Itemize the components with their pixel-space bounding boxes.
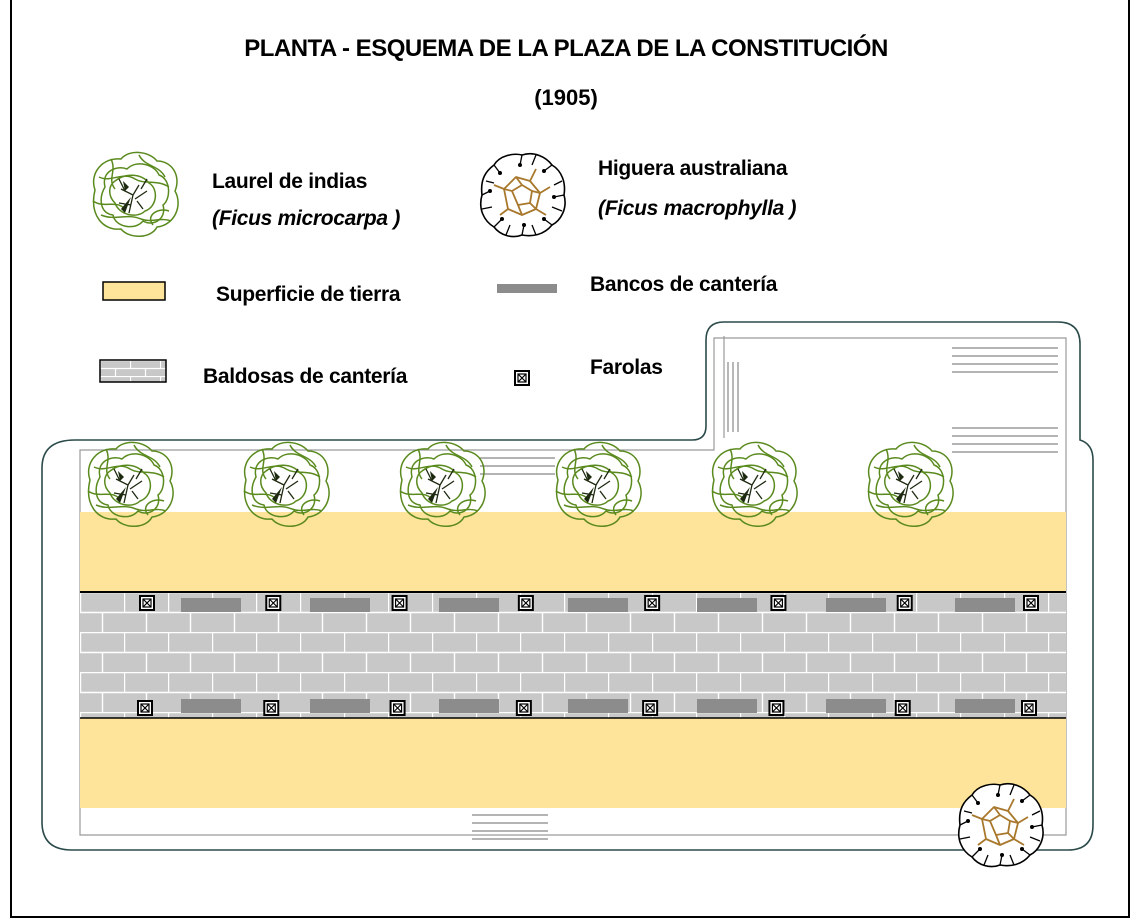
banco-north [310, 598, 370, 612]
fig-tree-icon [957, 782, 1044, 868]
banco-north [181, 598, 241, 612]
legend-laurel-name: Laurel de indias [212, 170, 368, 193]
lamp-icon [137, 700, 153, 716]
tierra-south-strip [80, 718, 1066, 808]
banco-south [439, 699, 499, 713]
plaza-inner-outline [79, 337, 1067, 836]
tierra-north-strip [80, 512, 1066, 592]
lamp-icon [1021, 700, 1037, 716]
banco-south [826, 699, 886, 713]
lamp-icon [139, 595, 155, 611]
lamp-icon [894, 700, 911, 716]
banco-south [697, 699, 757, 713]
lamp-icon [391, 595, 408, 611]
lamp-icon [389, 700, 406, 716]
legend-laurel-tree-icon [92, 151, 179, 238]
stairs-northeast-a [952, 347, 1058, 373]
banco-south [310, 699, 370, 713]
baldosas-promenade [80, 592, 1066, 718]
legend-baldosas-label: Baldosas de cantería [203, 365, 408, 388]
banco-north [826, 598, 886, 612]
legend-higuera-scientific: (Ficus macrophylla ) [598, 197, 797, 220]
legend-lamp-icon [514, 370, 530, 386]
legend-laurel-scientific: (Ficus microcarpa ) [212, 207, 401, 230]
lamp-icon [265, 595, 282, 611]
stairs-south [472, 814, 548, 840]
lamp-icon [644, 595, 661, 611]
lamp-icon [517, 595, 534, 611]
legend-tierra-label: Superficie de tierra [216, 283, 401, 306]
banco-south [181, 699, 241, 713]
stairs-west-wing [727, 362, 739, 432]
legend-tierra-swatch [102, 281, 166, 301]
banco-north [955, 598, 1015, 612]
banco-south [955, 699, 1015, 713]
banco-north [439, 598, 499, 612]
lamp-icon [263, 700, 280, 716]
lamp-icon [1023, 595, 1039, 611]
legend-farolas-label: Farolas [590, 356, 663, 379]
lamp-icon [770, 595, 787, 611]
legend-bancos-swatch [497, 284, 557, 293]
legend-bancos-label: Bancos de cantería [590, 273, 778, 296]
banco-south [568, 699, 628, 713]
plan-title: PLANTA - ESQUEMA DE LA PLAZA DE LA CONST… [244, 35, 888, 62]
lamp-icon [896, 595, 913, 611]
legend-higuera-name: Higuera australiana [598, 157, 788, 180]
stairs-northeast-b [952, 427, 1058, 453]
legend-baldosas-swatch [99, 359, 167, 383]
banco-north [568, 598, 628, 612]
bancos-layer [181, 598, 1015, 713]
stairs-north [480, 457, 555, 475]
banco-north [697, 598, 757, 612]
legend-fig-tree-icon [479, 152, 566, 238]
plan-subtitle: (1905) [534, 85, 598, 110]
lamp-icon [768, 700, 785, 716]
lamp-icon [642, 700, 659, 716]
lamp-icon [515, 700, 532, 716]
